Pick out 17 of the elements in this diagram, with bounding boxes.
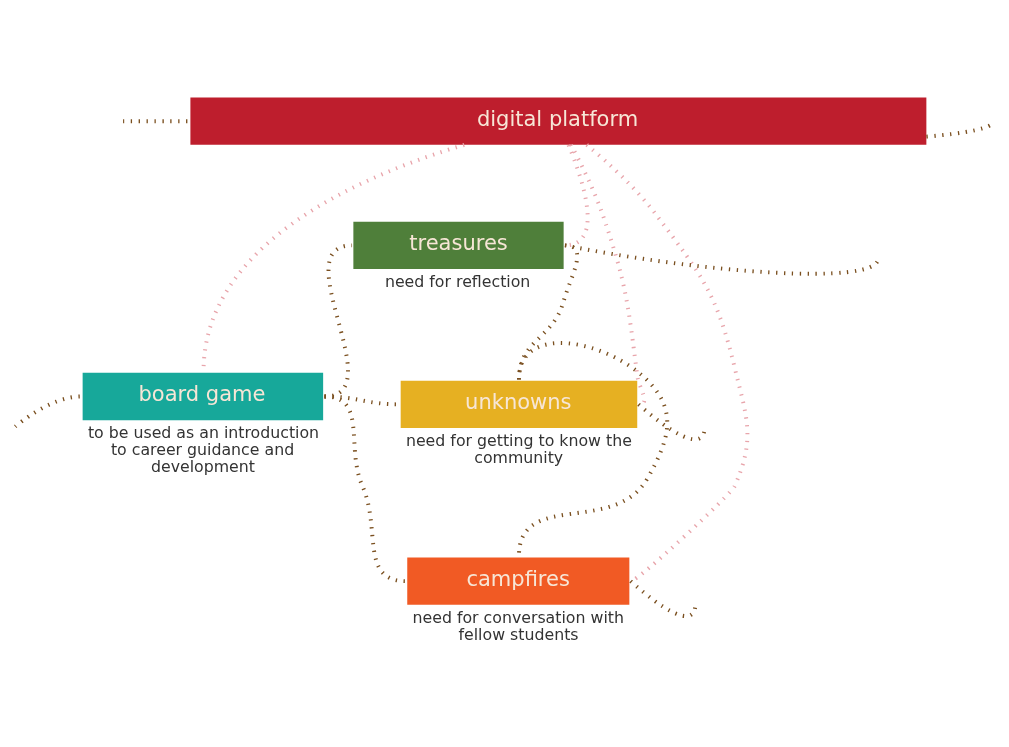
connector [564, 243, 880, 276]
node-box: board game [82, 372, 324, 421]
node-label: to be used as an introduction to career guidance and development [87, 423, 320, 477]
node-box: digital platform [190, 97, 927, 145]
node-label: need for getting to know the community [405, 430, 632, 467]
connector [637, 402, 707, 442]
connector [629, 579, 698, 618]
connector [324, 243, 353, 399]
connector [585, 143, 750, 583]
node-label: need for conversation with fellow students [412, 607, 624, 644]
node-label: need for reflection [384, 271, 531, 291]
node-box: treasures [353, 221, 564, 269]
connector [564, 144, 590, 248]
connector [14, 394, 82, 429]
node-box: unknowns [400, 380, 638, 429]
connector [324, 394, 407, 584]
node-box: campfires [407, 557, 630, 605]
